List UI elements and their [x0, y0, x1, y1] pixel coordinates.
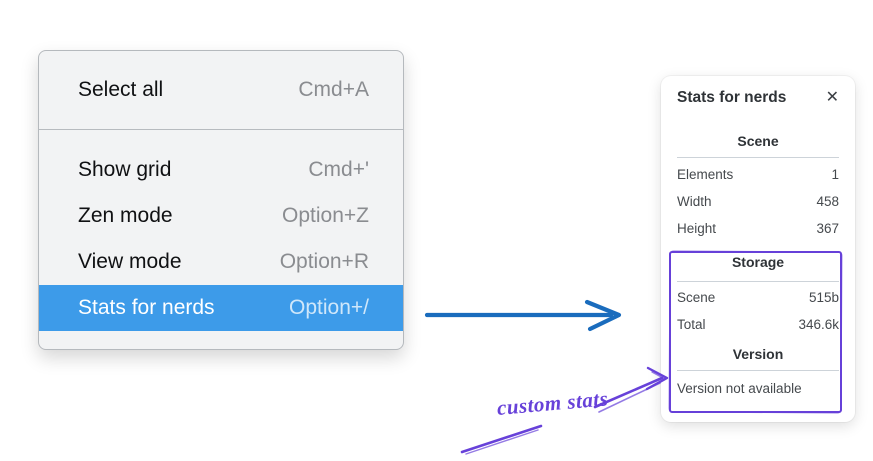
- menu-item-shortcut: Option+Z: [282, 204, 369, 227]
- storage-section-heading: Storage: [731, 254, 785, 270]
- stat-value: 346.6k: [798, 317, 839, 332]
- panel-title: Stats for nerds: [677, 89, 787, 106]
- menu-item-label: Show grid: [78, 158, 172, 181]
- stat-row-height: Height 367: [677, 215, 839, 242]
- context-menu: Select all Cmd+A Show grid Cmd+' Zen mod…: [38, 50, 404, 350]
- storage-section-rows: Scene 515b Total 346.6k: [677, 284, 839, 338]
- stat-label: Total: [677, 317, 706, 332]
- menu-item-label: Zen mode: [78, 204, 173, 227]
- menu-item-shortcut: Cmd+A: [298, 78, 369, 101]
- menu-divider: [39, 129, 403, 130]
- stat-value: 515b: [808, 290, 839, 305]
- menu-item-zen-mode[interactable]: Zen mode Option+Z: [39, 193, 403, 239]
- menu-item-show-grid[interactable]: Show grid Cmd+': [39, 147, 403, 193]
- close-icon: ✕: [825, 89, 839, 106]
- annotation-arrow-icon: [460, 366, 669, 455]
- close-button[interactable]: ✕: [826, 90, 839, 106]
- stats-for-nerds-panel: Stats for nerds ✕ Scene Elements 1 Width…: [661, 76, 855, 422]
- stat-value: 1: [831, 167, 839, 182]
- stat-label: Scene: [677, 290, 716, 305]
- menu-item-select-all[interactable]: Select all Cmd+A: [39, 67, 403, 113]
- stat-row-scene-size: Scene 515b: [677, 284, 839, 311]
- flow-arrow-icon: [424, 299, 622, 332]
- stat-label: Elements: [677, 167, 734, 182]
- divider: [677, 281, 839, 282]
- version-note: Version not available: [677, 381, 802, 396]
- divider: [677, 157, 839, 158]
- stat-value: 458: [816, 194, 839, 209]
- annotation-label: custom stats: [495, 386, 610, 420]
- stat-label: Width: [677, 194, 712, 209]
- menu-item-label: Stats for nerds: [78, 296, 215, 319]
- menu-item-label: Select all: [78, 78, 164, 101]
- menu-item-shortcut: Cmd+': [308, 158, 369, 181]
- menu-item-stats-for-nerds[interactable]: Stats for nerds Option+/: [39, 285, 403, 331]
- menu-item-label: View mode: [78, 250, 182, 273]
- scene-section-rows: Elements 1 Width 458 Height 367: [677, 161, 839, 242]
- stat-label: Height: [677, 221, 717, 236]
- menu-item-shortcut: Option+R: [279, 250, 369, 273]
- stat-row-width: Width 458: [677, 188, 839, 215]
- version-section-heading: Version: [732, 346, 784, 362]
- menu-item-view-mode[interactable]: View mode Option+R: [39, 239, 403, 285]
- scene-section-heading: Scene: [737, 133, 779, 149]
- panel-header: Stats for nerds ✕: [677, 89, 839, 107]
- divider: [677, 370, 839, 371]
- stat-value: 367: [816, 221, 839, 236]
- stat-row-total-size: Total 346.6k: [677, 311, 839, 338]
- menu-item-shortcut: Option+/: [289, 296, 369, 319]
- stat-row-elements: Elements 1: [677, 161, 839, 188]
